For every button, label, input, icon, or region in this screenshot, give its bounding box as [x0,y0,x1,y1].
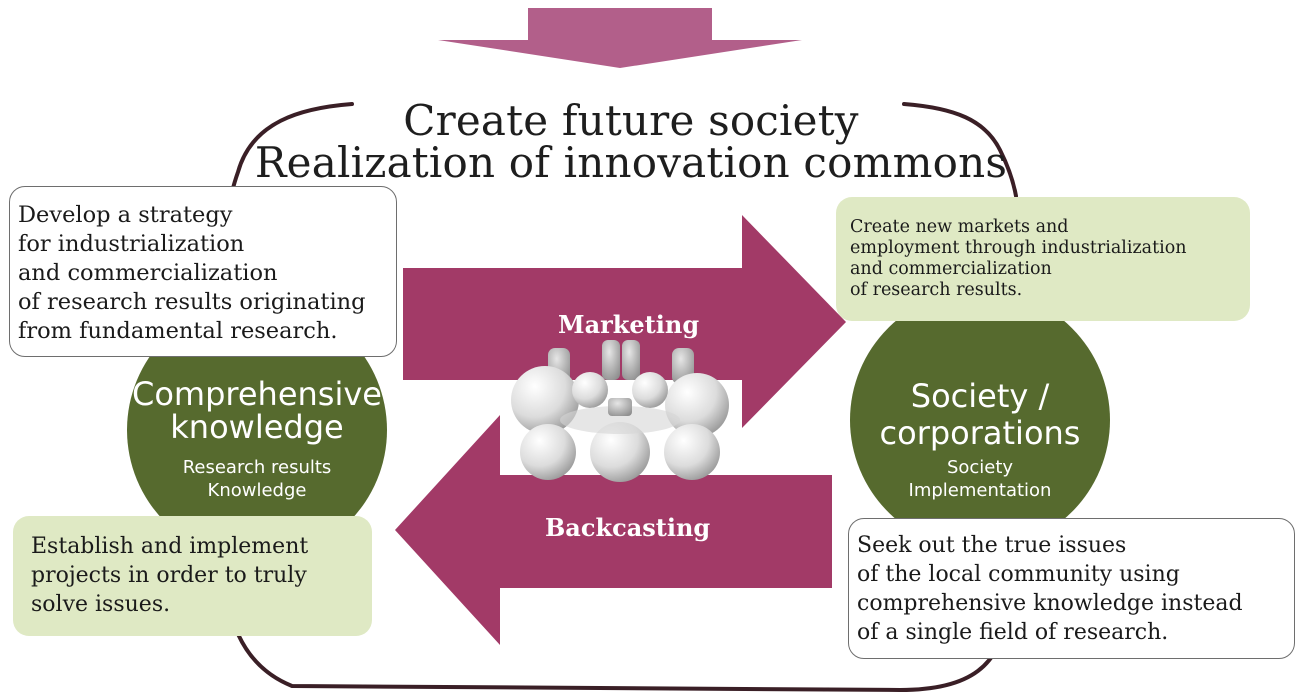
comprehensive-knowledge-subtitle: Research results Knowledge [182,457,332,501]
society-corporations-title: Society / corporations [879,377,1081,452]
top-arrow [438,8,802,68]
society-corporations-circle [850,290,1110,550]
establish-projects-box: Establish and implement projects in orde… [13,516,372,636]
seek-issues-text: Seek out the true issues of the local co… [857,533,1243,645]
create-markets-text: Create new markets and employment throug… [850,217,1187,300]
marketing-arrow [403,215,846,428]
create-markets-box: Create new markets and employment throug… [836,197,1250,321]
people-in-circle-icon [500,340,740,482]
title-line-1: Create future society [403,96,859,145]
develop-strategy-box: Develop a strategy for industrialization… [9,186,397,357]
backcasting-label: Backcasting [545,513,711,542]
comprehensive-knowledge-title: Comprehensive knowledge [132,375,382,446]
establish-projects-text: Establish and implement projects in orde… [31,534,309,617]
title-line-2: Realization of innovation commons [254,138,1008,187]
society-corporations-subtitle: Society Implementation [908,457,1052,501]
marketing-label: Marketing [558,310,700,339]
seek-issues-box: Seek out the true issues of the local co… [848,518,1295,659]
develop-strategy-text: Develop a strategy for industrialization… [18,202,366,344]
backcasting-arrow [395,415,832,645]
comprehensive-knowledge-circle [127,300,387,560]
cycle-frame-right [902,102,1018,198]
